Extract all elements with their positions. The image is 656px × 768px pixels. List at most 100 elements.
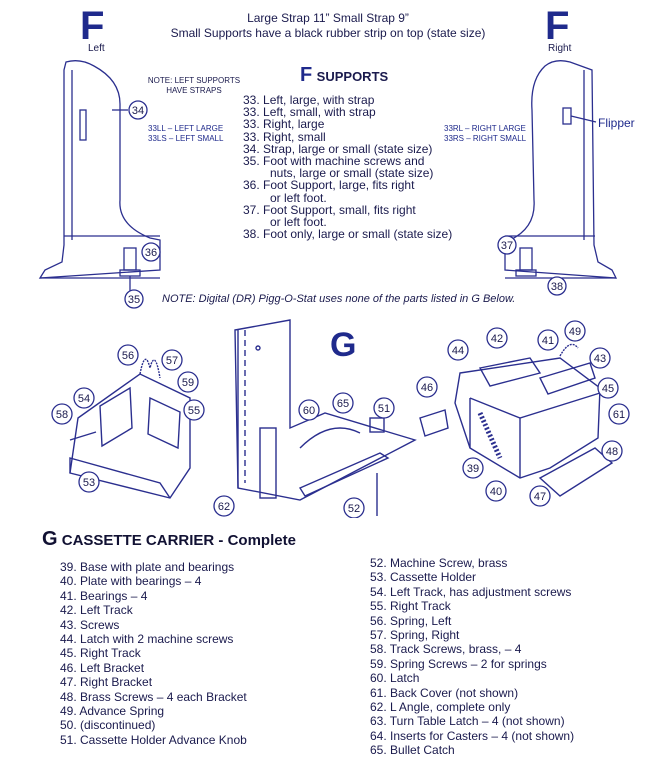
callout-47: 47 [534,491,546,503]
callout-52: 52 [348,503,360,515]
left-label: Left [88,43,105,54]
f-item: 33. Right, large [243,117,325,132]
left-f-letter: F [80,4,105,48]
g-item: 62. L Angle, complete only [370,700,511,715]
f-item: or left foot. [270,190,327,205]
f-callouts: 34 36 35 37 38 [124,100,567,309]
f-item: 37. Foot Support, small, fits right [243,202,416,217]
callout-60: 60 [303,405,315,417]
note-digital: NOTE: Digital (DR) Pigg-O-Stat uses none… [162,293,516,305]
callout-35: 35 [128,294,140,306]
callout-44: 44 [452,345,464,357]
code-rs: 33RS – RIGHT SMALL [444,134,527,143]
f-item: 36. Foot Support, large, fits right [243,178,415,193]
callout-58: 58 [56,409,68,421]
g-item: 61. Back Cover (not shown) [370,685,519,700]
callout-43: 43 [594,353,606,365]
g-item: 44. Latch with 2 machine screws [60,632,234,647]
header-line2: Small Supports have a black rubber strip… [170,26,486,40]
callout-65: 65 [337,398,349,410]
g-item: 46. Left Bracket [60,660,145,675]
g-item: 41. Bearings – 4 [60,588,148,603]
g-item: 51. Cassette Holder Advance Knob [60,732,247,747]
f-item: 33. Left, large, with strap [243,93,375,107]
g-item: 63. Turn Table Latch – 4 (not shown) [370,714,565,729]
l-angle-drawing [234,319,417,516]
base-drawing [419,343,614,497]
callout-54: 54 [78,393,90,405]
g-item: 58. Track Screws, brass, – 4 [370,642,522,657]
f-section-title: F SUPPORTS [300,64,388,87]
f-item: 35. Foot with machine screws and [243,153,425,168]
callout-48: 48 [606,446,618,458]
g-item: 64. Inserts for Casters – 4 (not shown) [370,728,575,743]
g-cassette-illustrations: 56 57 59 55 54 58 53 60 65 51 62 52 44 4… [51,319,630,518]
code-ll: 33LL – LEFT LARGE [148,124,224,133]
right-support-drawing [504,60,618,279]
g-item: 47. Right Bracket [60,675,153,690]
g-item: 39. Base with plate and bearings [60,560,235,574]
code-ls: 33LS – LEFT SMALL [148,134,224,143]
left-codes: 33LL – LEFT LARGE 33LS – LEFT SMALL [148,124,223,144]
f-section-letter: F [300,64,313,86]
g-item: 40. Plate with bearings – 4 [60,574,202,589]
callout-34: 34 [132,105,144,117]
header: Large Strap 11” Small Strap 9” Small Sup… [128,11,528,41]
g-item: 49. Advance Spring [60,704,165,719]
callout-51: 51 [378,403,390,415]
callout-61: 61 [613,409,625,421]
f-item: 33. Left, small, with strap [243,105,376,120]
note-straps-line2: HAVE STRAPS [166,86,222,95]
f-item: 33. Right, small [243,129,326,144]
callout-37: 37 [501,240,513,252]
g-item: 55. Right Track [370,599,451,614]
g-item: 54. Left Track, has adjustment screws [370,584,572,599]
f-section-title-text: SUPPORTS [316,69,389,84]
g-section-title-text: CASSETTE CARRIER - Complete [61,532,296,549]
g-item: 42. Left Track [60,603,133,618]
callout-53: 53 [83,477,95,489]
g-section-title: G CASSETTE CARRIER - Complete [42,528,296,551]
f-item: nuts, large or small (state size) [270,166,434,181]
f-supports-illustrations: 34 36 35 37 38 [38,60,618,309]
g-item: 53. Cassette Holder [370,570,477,585]
f-item: 34. Strap, large or small (state size) [243,141,433,156]
callout-36: 36 [145,247,157,259]
callout-57: 57 [166,355,178,367]
g-parts-list-col2: 52. Machine Screw, brass 53. Cassette Ho… [370,556,574,758]
callout-46: 46 [421,382,433,394]
g-item: 48. Brass Screws – 4 each Bracket [60,689,247,704]
callout-39: 39 [467,463,479,475]
g-letter: G [330,326,357,364]
code-rl: 33RL – RIGHT LARGE [444,124,526,133]
callout-56: 56 [122,350,134,362]
header-line1: Large Strap 11” Small Strap 9” [247,11,409,25]
note-straps-line1: NOTE: LEFT SUPPORTS [147,76,241,85]
left-support-drawing [38,60,161,292]
right-f-letter: F [545,4,570,48]
g-item: 57. Spring, Right [370,628,460,643]
g-item: 45. Right Track [60,646,141,661]
callout-42: 42 [491,333,503,345]
g-item: 50. (discontinued) [60,718,156,733]
g-section-letter: G [42,528,58,550]
callout-40: 40 [490,486,502,498]
g-item: 56. Spring, Left [370,613,452,628]
callout-38: 38 [551,281,563,293]
g-item: 43. Screws [60,617,120,632]
callout-59: 59 [182,377,194,389]
note-left-straps: NOTE: LEFT SUPPORTS HAVE STRAPS [139,76,249,96]
callout-62: 62 [218,501,230,513]
callout-45: 45 [602,383,614,395]
g-callouts: 56 57 59 55 54 58 53 60 65 51 62 52 44 4… [51,320,630,518]
callout-49: 49 [569,326,581,338]
callout-41: 41 [542,335,554,347]
flipper-label: Flipper [598,116,635,130]
g-item: 59. Spring Screws – 2 for springs [370,656,547,671]
f-item: 38. Foot only, large or small (state siz… [243,227,453,242]
g-parts-list-col1: 39. Base with plate and bearings 40. Pla… [60,560,247,747]
f-item: or left foot. [270,214,327,229]
g-item: 52. Machine Screw, brass [370,556,508,570]
cassette-holder-drawing [69,358,191,499]
f-parts-list: 33. Left, large, with strap 33. Left, sm… [243,94,452,240]
